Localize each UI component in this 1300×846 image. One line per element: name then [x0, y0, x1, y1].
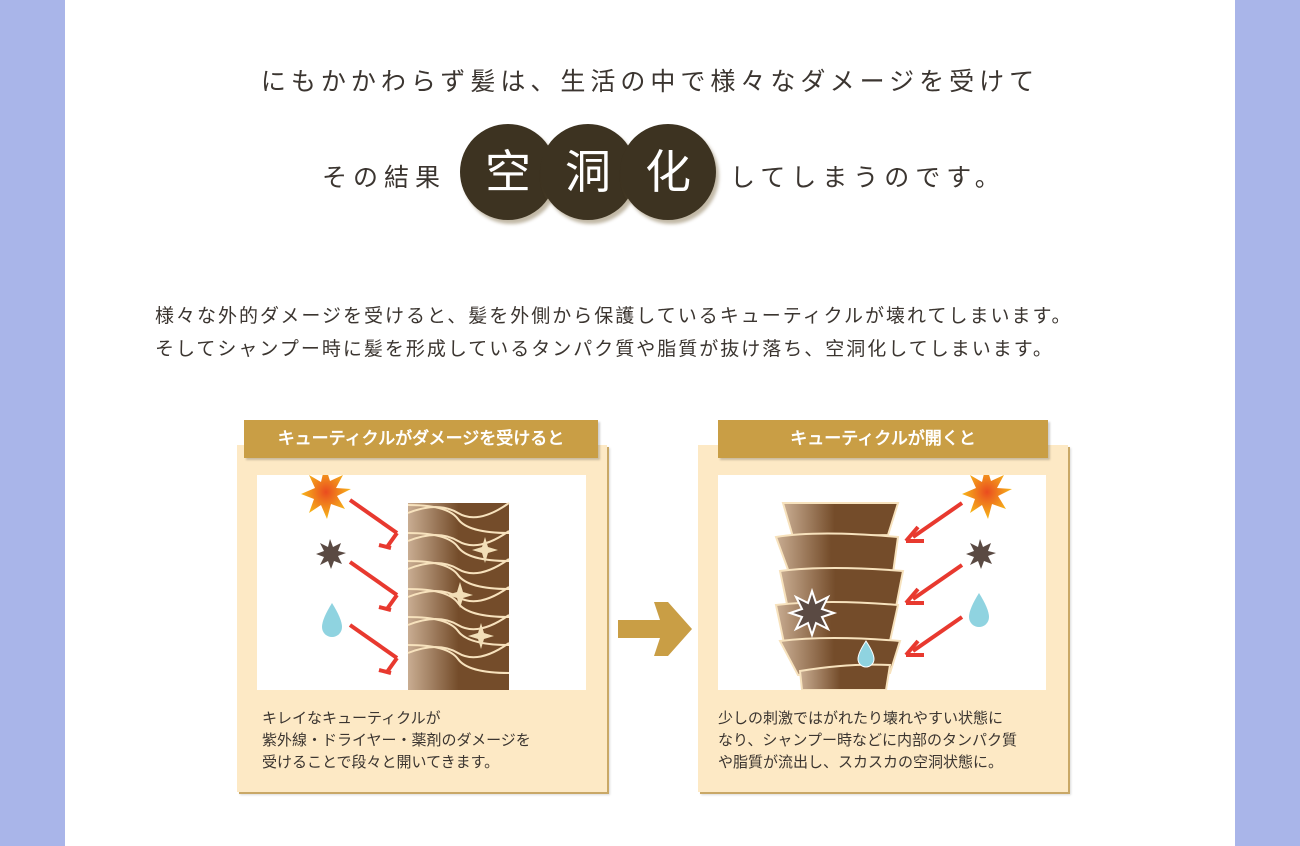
panel-text-line: 受けることで段々と開いてきます。: [262, 753, 500, 771]
headline-line1: にもかかわらず髪は、生活の中で様々なダメージを受けて: [260, 67, 1040, 96]
sun-icon: [962, 475, 1012, 519]
panel-title: キューティクルがダメージを受けると: [244, 420, 598, 458]
panel-text: キレイなキューティクルが 紫外線・ドライヤー・薬剤のダメージを 受けることで段々…: [262, 707, 531, 773]
description: 様々な外的ダメージを受けると、髪を外側から保護しているキューティクルが壊れてしま…: [155, 300, 1073, 366]
panel-text-line: なり、シャンプー時などに内部のタンパク質: [718, 731, 1017, 749]
panel-text-line: や脂質が流出し、スカスカの空洞状態に。: [718, 753, 1004, 771]
damaged-hair-illustration: [718, 475, 1046, 690]
highlight-circles: 空 洞 化: [460, 124, 716, 220]
panel-text-line: 紫外線・ドライヤー・薬剤のダメージを: [262, 731, 531, 749]
panel-text: 少しの刺激ではがれたり壊れやすい状態に なり、シャンプー時などに内部のタンパク質…: [718, 707, 1017, 773]
headline-after: してしまうのです。: [730, 163, 1006, 192]
arrow-right-icon: [618, 602, 692, 656]
headline-before: その結果: [322, 163, 447, 192]
water-drop-icon: [322, 603, 342, 637]
highlight-char: 化: [620, 124, 716, 220]
description-line: 様々な外的ダメージを受けると、髪を外側から保護しているキューティクルが壊れてしま…: [155, 305, 1073, 327]
burst-icon: [966, 539, 996, 569]
burst-icon: [786, 587, 838, 639]
panel-title: キューティクルが開くと: [718, 420, 1048, 458]
panel-text-line: 少しの刺激ではがれたり壊れやすい状態に: [718, 709, 1004, 727]
panel-text-line: キレイなキューティクルが: [262, 709, 441, 727]
water-drop-icon: [969, 593, 989, 627]
water-drop-icon: [857, 640, 875, 668]
sun-icon: [301, 475, 351, 519]
description-line: そしてシャンプー時に髪を形成しているタンパク質や脂質が抜け落ち、空洞化してしまい…: [155, 338, 1054, 360]
burst-icon: [316, 539, 346, 569]
healthy-hair-illustration: [257, 475, 586, 690]
